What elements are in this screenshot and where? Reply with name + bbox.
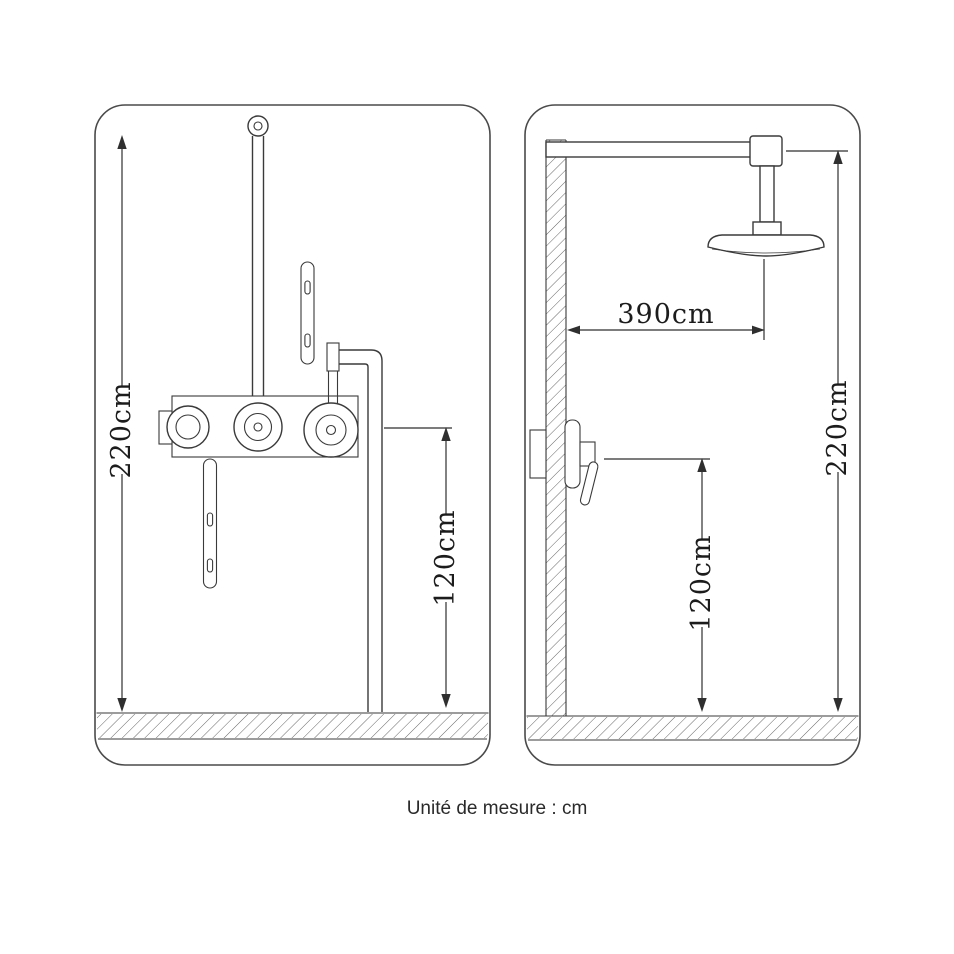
- wall-hatch-fill: [546, 140, 566, 716]
- knob-inner: [243, 412, 273, 442]
- mixer-valve-side: [529, 419, 599, 506]
- shower-head: [707, 234, 825, 257]
- pipe-union-nut: [326, 342, 340, 372]
- side-valve-height-label: 120cm: [686, 534, 717, 631]
- side-dimension-height: 220cm: [786, 150, 853, 712]
- front-valve-height-label: 120cm: [430, 509, 461, 606]
- knob-outer: [233, 402, 283, 452]
- arrow-up-icon: [117, 135, 127, 149]
- front-dimension-height: 220cm: [106, 135, 137, 712]
- bracket-slot: [304, 333, 311, 348]
- valve-handle: [579, 461, 599, 506]
- arrow-down-icon: [117, 698, 127, 712]
- side-dimension-depth: 390cm: [567, 259, 765, 340]
- side-view-panel-border: [524, 104, 861, 766]
- shower-arm: [759, 165, 775, 223]
- front-height-label: 220cm: [106, 381, 137, 478]
- arrow-down-icon: [697, 698, 707, 712]
- arrow-down-icon: [833, 698, 843, 712]
- ceiling-pipe-assembly: [545, 135, 783, 236]
- side-dimension-valve-height: 120cm: [604, 458, 717, 712]
- label-backing: [431, 514, 461, 602]
- side-ground-hatch-fill: [527, 717, 858, 739]
- valve-escutcheon: [564, 419, 581, 489]
- arrow-down-icon: [441, 694, 451, 708]
- front-view-panel-border: [94, 104, 491, 766]
- front-dimension-valve-height: 120cm: [384, 427, 461, 708]
- arrow-right-icon: [752, 325, 765, 335]
- label-backing: [106, 386, 136, 474]
- elbow-fitting: [749, 135, 783, 167]
- knob-center-hole: [253, 422, 263, 432]
- riser-top-connector-hole: [253, 121, 263, 131]
- side-ground-hatch: [526, 715, 859, 741]
- label-backing: [687, 539, 717, 627]
- arrow-up-icon: [697, 458, 707, 472]
- mixer-valve-front: [158, 395, 359, 458]
- front-view: 220cm 120cm: [94, 104, 491, 766]
- shower-head-face-line: [711, 248, 821, 254]
- front-ground-hatch: [96, 712, 489, 740]
- side-view: 390cm 220cm 120cm: [524, 104, 861, 766]
- units-caption: Unité de mesure : cm: [407, 798, 588, 819]
- pipe-inner-edge: [339, 363, 369, 712]
- side-height-label: 220cm: [822, 379, 853, 476]
- bracket-plate: [202, 458, 218, 589]
- knob-outer: [303, 402, 359, 458]
- front-ground-hatch-fill: [97, 714, 488, 738]
- knob-inner: [315, 414, 347, 446]
- shower-head-nut: [752, 221, 782, 236]
- arrow-up-icon: [833, 150, 843, 164]
- bracket-slot: [304, 280, 311, 295]
- shower-riser-pipe: [247, 115, 269, 396]
- shower-head-body: [707, 234, 825, 257]
- valve-knob-right: [303, 402, 359, 458]
- bracket-slot: [206, 512, 214, 527]
- bracket-slot: [206, 558, 214, 573]
- label-backing: [823, 384, 853, 472]
- knob-outer: [166, 405, 210, 449]
- valve-knob-center: [233, 402, 283, 452]
- supply-pipe: [326, 342, 383, 712]
- arrow-left-icon: [567, 325, 580, 335]
- side-depth-label: 390cm: [617, 299, 714, 330]
- wall-hatch: [545, 139, 567, 716]
- knob-inner: [175, 414, 201, 440]
- arrow-up-icon: [441, 427, 451, 441]
- valve-rough-in-behind-wall: [529, 429, 547, 479]
- pipe-outer-edge: [339, 349, 383, 712]
- knob-center-hole: [325, 424, 337, 436]
- ceiling-pipe: [545, 141, 773, 158]
- mounting-bracket-lower: [202, 458, 218, 589]
- valve-body: [579, 441, 596, 467]
- valve-knob-left: [166, 405, 210, 449]
- riser-top-connector-icon: [247, 115, 269, 137]
- bracket-plate: [300, 261, 315, 365]
- mounting-bracket-upper: [300, 261, 315, 365]
